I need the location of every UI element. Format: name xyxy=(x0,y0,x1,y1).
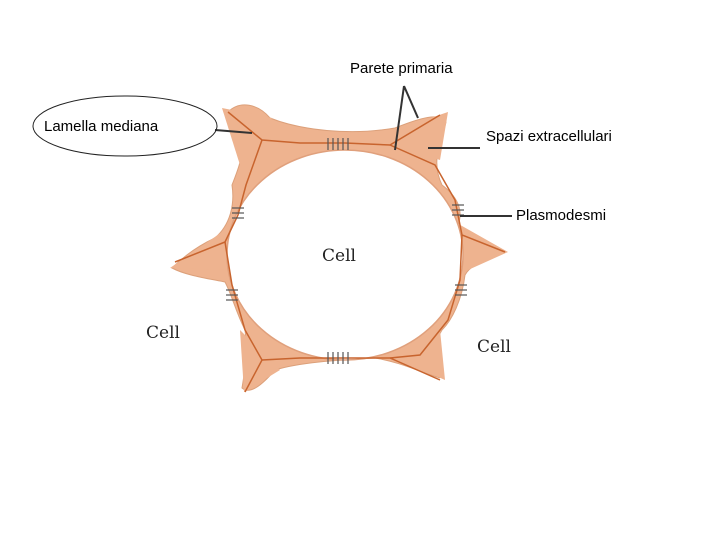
leader-lines xyxy=(214,85,512,217)
lamella-highlight-ellipse xyxy=(32,95,218,157)
corner-left xyxy=(170,232,230,270)
corner-bottom-left xyxy=(240,330,280,392)
corner-right xyxy=(455,222,508,270)
corner-top-left xyxy=(222,108,272,165)
label-plasmodesmi: Plasmodesmi xyxy=(516,207,607,224)
middle-lamella-lines xyxy=(174,111,506,393)
label-lamella-mediana: Lamella mediana xyxy=(44,118,159,135)
label-spazi-extracellulari: Spazi extracellulari xyxy=(486,128,612,145)
corner-bottom-right xyxy=(400,330,445,380)
cell-label-left: Cell xyxy=(146,323,180,343)
cell-label-right: Cell xyxy=(477,337,511,357)
label-parete-primaria: Parete primaria xyxy=(350,60,453,77)
plasmodesmata xyxy=(226,138,467,364)
cell-label-center: Cell xyxy=(322,246,356,266)
